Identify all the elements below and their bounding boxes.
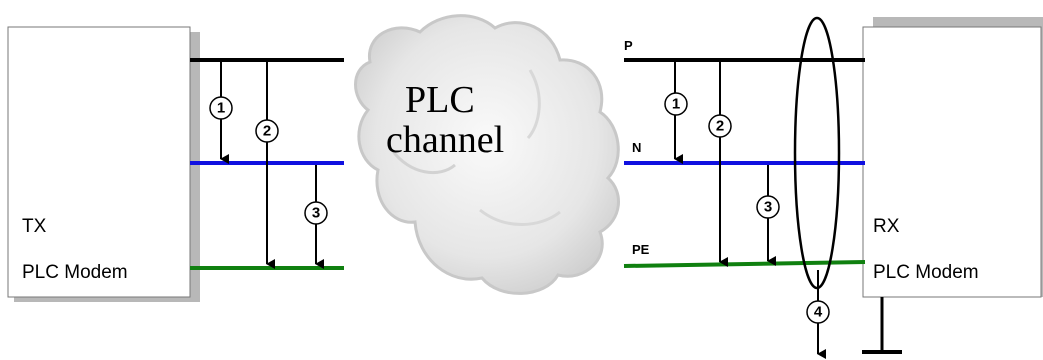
rx-modem: RX PLC Modem [862, 17, 1043, 298]
rx-path-2-marker: 2 [708, 114, 732, 138]
tx-path-2-marker: 2 [255, 119, 279, 143]
channel-label-line2: channel [386, 119, 504, 161]
earth-label: PE [632, 242, 650, 257]
neutral-label: N [632, 140, 641, 155]
tx-path-1-marker: 1 [209, 96, 233, 120]
phase-label: P [624, 38, 633, 53]
rx-path-4-marker: 4 [806, 300, 830, 324]
tx-label: TX [22, 216, 47, 237]
common-mode-ellipse [793, 16, 841, 290]
rx-label: RX [873, 216, 900, 237]
tx-modem-label: PLC Modem [22, 262, 128, 283]
rx-modem-label: PLC Modem [873, 262, 979, 283]
tx-path-3-marker: 3 [304, 201, 328, 225]
rx-path-1-marker: 1 [664, 92, 688, 116]
svg-text:1: 1 [672, 96, 680, 113]
svg-text:1: 1 [217, 100, 225, 117]
rx-modem-box [862, 26, 1042, 298]
svg-text:2: 2 [263, 123, 271, 140]
plc-channel-cloud: PLC channel [354, 14, 620, 295]
channel-label-line1: PLC [405, 79, 475, 121]
tx-modem-box [7, 26, 191, 298]
svg-text:3: 3 [312, 205, 320, 222]
rx-earth-line [623, 260, 866, 268]
svg-text:3: 3 [764, 199, 772, 216]
tx-modem: TX PLC Modem [7, 26, 200, 302]
svg-text:2: 2 [716, 118, 724, 135]
rx-path-3-marker: 3 [756, 195, 780, 219]
ground-icon [862, 297, 902, 354]
svg-text:4: 4 [814, 304, 823, 321]
